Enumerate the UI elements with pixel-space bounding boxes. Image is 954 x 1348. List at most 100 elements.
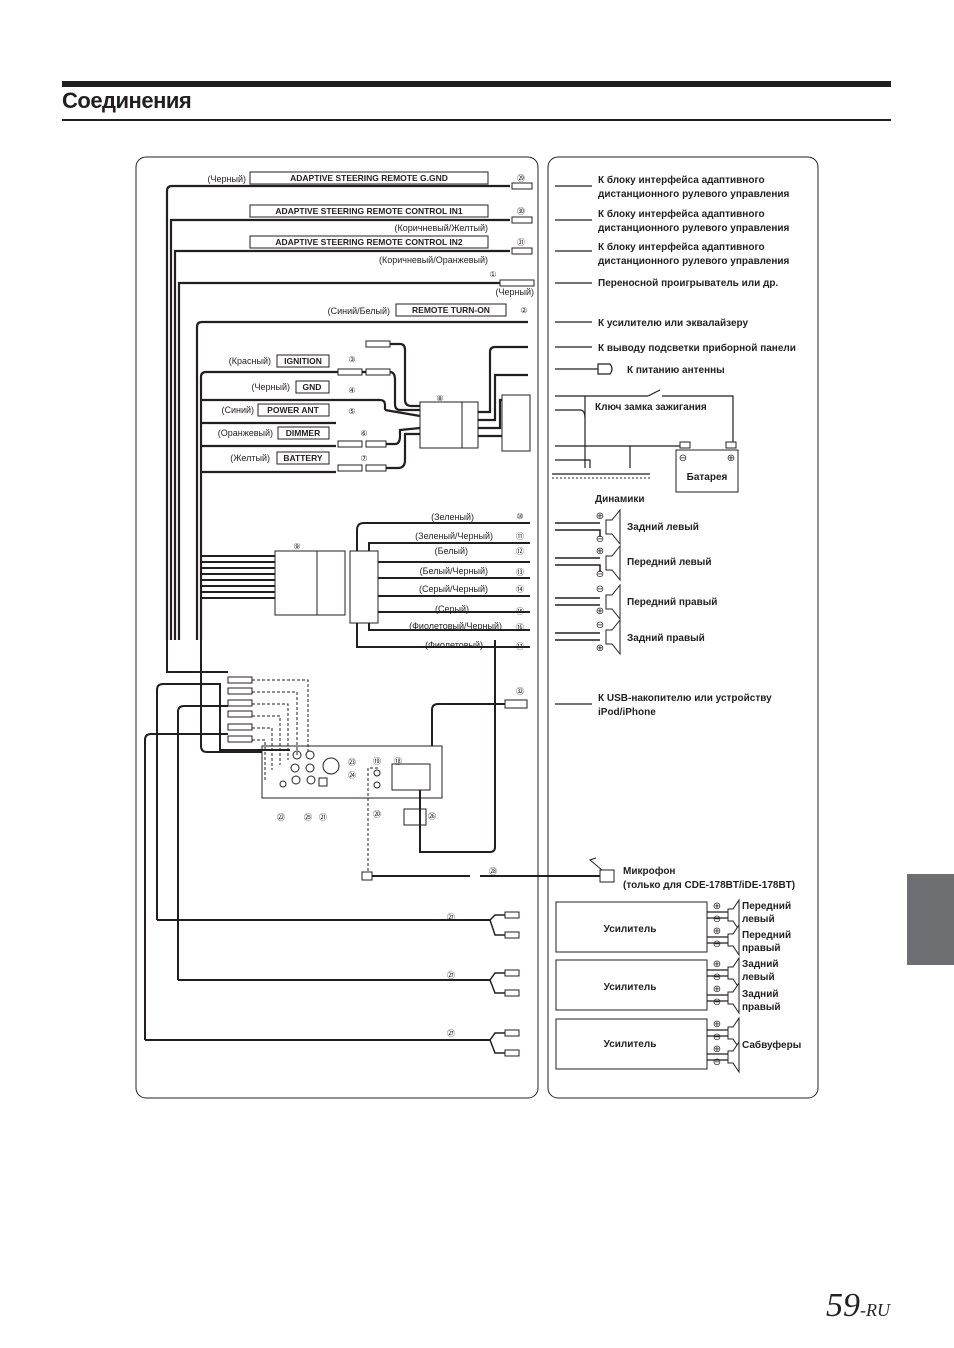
speaker-front-right: Передний правый — [627, 597, 717, 608]
minus-symbol: ⊖ — [679, 453, 687, 464]
minus-symbol: ⊖ — [596, 620, 604, 631]
callout-18: ⑱ — [394, 757, 402, 766]
amp-speaker-label: левый — [742, 914, 775, 925]
speaker-wire-color: (Фиолетовый/Черный) — [409, 621, 502, 631]
wire-color-orange: (Оранжевый) — [218, 428, 273, 438]
page-number-value: 59 — [826, 1287, 860, 1324]
amp-box-1 — [555, 901, 708, 953]
speaker-wire-number: ⑩ — [516, 512, 523, 521]
wire-color-red: (Красный) — [229, 356, 271, 366]
amp-speaker-label: левый — [742, 972, 775, 983]
callout-27: ㉗ — [447, 1029, 455, 1038]
dest-adaptive-3-line2: дистанционного рулевого управления — [598, 256, 790, 267]
amp-speaker-label: Сабвуферы — [742, 1039, 801, 1051]
dest-usb: К USB-накопителю или устройству — [598, 693, 772, 704]
callout-23: ㉓ — [348, 758, 356, 767]
plus-symbol: ⊕ — [713, 1044, 721, 1055]
dest-antenna-power: К питанию антенны — [627, 365, 725, 376]
minus-symbol: ⊖ — [596, 534, 604, 545]
wire-color-brown-yellow: (Коричневый/Желтый) — [395, 223, 489, 233]
amp-speaker-label: Задний — [742, 959, 779, 970]
dest-adaptive-1: К блоку интерфейса адаптивного — [598, 174, 765, 186]
left-panel — [135, 156, 539, 1099]
speaker-wire-number: ⑪ — [516, 532, 524, 541]
dest-usb-line2: iPod/iPhone — [598, 707, 656, 718]
speaker-rear-left: Задний левый — [627, 522, 699, 533]
page-title: Соединения — [62, 88, 192, 113]
callout-4: ④ — [348, 386, 355, 395]
dest-mic-line2: (только для CDE-178BT/iDE-178BT) — [623, 880, 795, 891]
callout-3: ③ — [348, 355, 355, 364]
amp-box-2 — [555, 959, 708, 1011]
battery-label: Батарея — [687, 472, 728, 483]
label-dimmer: DIMMER — [286, 428, 320, 438]
minus-symbol: ⊖ — [713, 939, 721, 950]
callout-29: ㉙ — [517, 174, 525, 183]
plus-symbol: ⊕ — [713, 959, 721, 970]
callout-27: ㉗ — [447, 971, 455, 980]
minus-symbol: ⊖ — [713, 914, 721, 925]
minus-symbol: ⊖ — [596, 584, 604, 595]
speaker-wire-color: (Белый/Черный) — [420, 566, 488, 576]
dest-adaptive-2-line2: дистанционного рулевого управления — [598, 223, 790, 234]
speaker-wire-number: ⑯ — [516, 623, 524, 632]
amplifier-label: Усилитель — [604, 1039, 657, 1050]
dest-ignition-key: Ключ замка зажигания — [595, 402, 707, 413]
callout-24: ㉔ — [348, 771, 356, 780]
amplifier-label: Усилитель — [604, 982, 657, 993]
amp-speaker-label: правый — [742, 1002, 781, 1013]
plus-symbol: ⊕ — [727, 453, 735, 464]
label-remote-turn-on: REMOTE TURN-ON — [412, 305, 490, 315]
speaker-wire-number: ⑮ — [516, 607, 524, 616]
speaker-wire-color: (Серый) — [435, 604, 469, 614]
wire-color-black-aux: (Черный) — [496, 287, 534, 297]
page-number: 59-RU — [826, 1287, 890, 1325]
speaker-wire-color: (Серый/Черный) — [419, 584, 488, 594]
callout-27: ㉗ — [447, 913, 455, 922]
callout-19: ⑲ — [373, 757, 381, 766]
top-rule — [62, 81, 891, 87]
callout-31: ㉛ — [517, 238, 525, 247]
label-battery: BATTERY — [283, 453, 323, 463]
callout-21: ㉑ — [319, 813, 327, 822]
callout-2: ② — [520, 306, 527, 315]
label-adaptive-in2: ADAPTIVE STEERING REMOTE CONTROL IN2 — [275, 237, 463, 247]
plus-symbol: ⊕ — [713, 926, 721, 937]
section-tab — [907, 874, 954, 965]
minus-symbol: ⊖ — [713, 997, 721, 1008]
label-power-ant: POWER ANT — [267, 405, 319, 415]
page-number-suffix: -RU — [860, 1300, 890, 1320]
wire-color-brown-orange: (Коричневый/Оранжевый) — [379, 255, 488, 265]
speaker-wire-number: ⑬ — [516, 568, 524, 577]
speaker-wire-color: (Зеленый) — [431, 512, 474, 522]
plus-symbol: ⊕ — [713, 984, 721, 995]
amp-speaker-label: Передний — [742, 901, 791, 912]
title-rule — [62, 119, 891, 121]
wire-color-black: (Черный) — [208, 174, 246, 184]
amp-speaker-label: правый — [742, 943, 781, 954]
dest-adaptive-2: К блоку интерфейса адаптивного — [598, 208, 765, 220]
dest-portable-player: Переносной проигрыватель или др. — [598, 278, 778, 289]
dest-adaptive-3: К блоку интерфейса адаптивного — [598, 241, 765, 253]
callout-22: ㉒ — [277, 813, 285, 822]
callout-30: ㉚ — [517, 207, 525, 216]
dest-dash-light: К выводу подсветки приборной панели — [598, 342, 796, 354]
amp-box-3 — [555, 1018, 708, 1070]
label-ignition: IGNITION — [284, 356, 322, 366]
speakers-heading: Динамики — [595, 494, 645, 505]
speaker-wire-number: ⑫ — [516, 547, 524, 556]
speaker-wire-number: ⑰ — [516, 642, 524, 651]
dest-amp-eq: К усилителю или эквалайзеру — [598, 318, 749, 329]
plus-symbol: ⊕ — [713, 901, 721, 912]
wire-color-yellow: (Желтый) — [230, 453, 270, 463]
dest-adaptive-1-line2: дистанционного рулевого управления — [598, 189, 790, 200]
amp-speaker-label: Задний — [742, 989, 779, 1000]
speaker-front-left: Передний левый — [627, 557, 712, 568]
amp-speaker-label: Передний — [742, 930, 791, 941]
callout-28: ㉘ — [489, 867, 497, 876]
plus-symbol: ⊕ — [596, 643, 604, 654]
callout-32: ㉜ — [516, 687, 524, 696]
callout-5: ⑤ — [348, 407, 355, 416]
minus-symbol: ⊖ — [713, 972, 721, 983]
label-gnd: GND — [303, 382, 322, 392]
